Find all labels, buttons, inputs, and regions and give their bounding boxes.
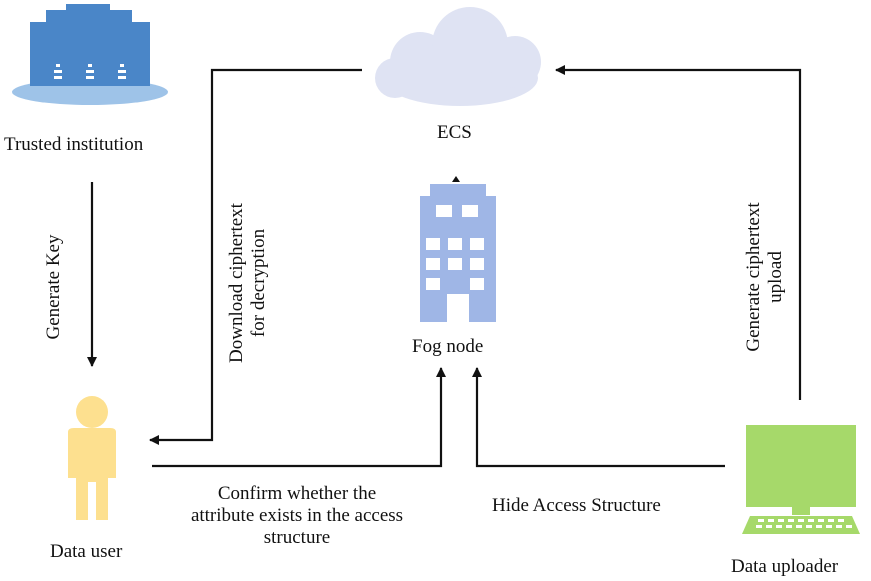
label-data-user: Data user [50,541,123,562]
download-line-1: Download ciphertext [226,203,247,363]
edge-upload-ciphertext [555,65,802,400]
label-fog-node: Fog node [412,336,484,357]
cloud-icon [375,7,541,106]
building-icon [12,4,168,105]
label-download-ciphertext: Download ciphertext for decryption [226,188,270,378]
desktop-computer-icon [742,425,860,534]
label-generate-key: Generate Key [43,234,64,340]
label-confirm-attribute: Confirm whether the attribute exists in … [162,483,432,549]
label-hide-access: Hide Access Structure [492,495,661,516]
edge-confirm-attribute [152,367,446,468]
download-line-2: for decryption [248,228,269,338]
confirm-line-1: Confirm whether the [217,483,377,504]
upload-line-1: Generate ciphertext [743,202,764,352]
label-upload-ciphertext: Generate ciphertext upload [743,182,787,372]
confirm-line-3: structure [263,527,331,548]
label-ecs: ECS [437,122,472,143]
confirm-line-2: attribute exists in the access [190,505,404,526]
edge-download-ciphertext [149,68,362,445]
label-data-uploader: Data uploader [731,556,839,577]
label-trusted-institution: Trusted institution [4,134,144,155]
person-icon [68,396,116,520]
edge-hide-access [472,367,725,468]
office-building-icon [420,176,496,322]
upload-line-2: upload [765,251,786,303]
